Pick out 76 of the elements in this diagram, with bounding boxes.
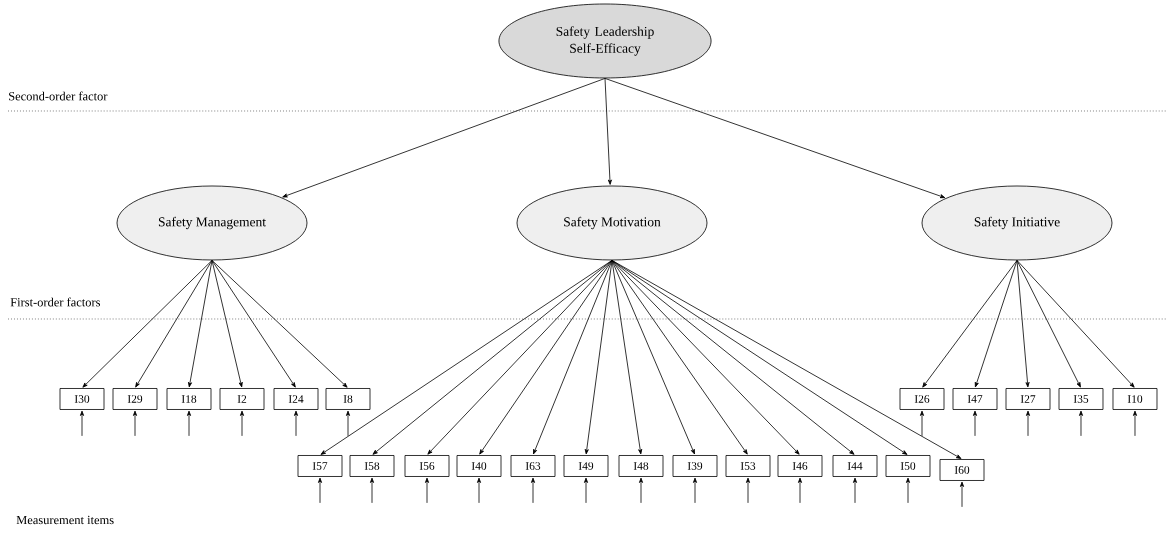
path-arrow — [922, 260, 1018, 388]
path-arrow — [611, 260, 695, 455]
path-arrow — [211, 260, 348, 388]
item-box: I26 — [899, 388, 945, 410]
item-box: I39 — [672, 455, 718, 477]
error-arrow — [187, 410, 192, 437]
path-arrow — [135, 260, 213, 388]
item-box: I60 — [939, 459, 985, 481]
error-arrow — [80, 410, 85, 437]
error-arrow — [960, 481, 964, 508]
path-arrow — [611, 260, 855, 455]
item-box: I57 — [297, 455, 343, 477]
item-box: I46 — [777, 455, 823, 477]
error-arrow — [906, 477, 910, 504]
error-arrow — [693, 477, 697, 504]
path-arrow — [1016, 260, 1135, 388]
path-arrow — [611, 260, 962, 459]
item-box: I29 — [112, 388, 158, 410]
item-box: I40 — [456, 455, 502, 477]
path-arrow — [584, 260, 613, 455]
path-arrow — [479, 260, 613, 455]
item-box: I58 — [349, 455, 395, 477]
error-arrow — [584, 477, 588, 504]
path-arrow — [188, 260, 213, 388]
item-box: I47 — [952, 388, 998, 410]
path-arrow — [611, 260, 643, 455]
item-box: I30 — [59, 388, 105, 410]
error-arrow — [477, 477, 481, 504]
item-box: I53 — [725, 455, 771, 477]
error-arrow — [318, 477, 322, 504]
error-arrow — [531, 477, 535, 504]
error-arrow — [294, 410, 299, 437]
error-arrow — [639, 477, 643, 504]
item-box: I27 — [1005, 388, 1051, 410]
item-box: I2 — [219, 388, 265, 410]
error-arrow — [1133, 410, 1137, 437]
item-box: I24 — [273, 388, 319, 410]
error-arrow — [370, 477, 374, 504]
error-arrow — [133, 410, 138, 437]
path-arrow — [427, 260, 613, 455]
path-arrow — [1016, 260, 1081, 388]
path-arrow — [533, 260, 613, 455]
item-box: I10 — [1112, 388, 1158, 410]
level-label: Measurement items — [16, 515, 114, 525]
level-label: First-order factors — [10, 297, 100, 307]
path-arrow — [1016, 260, 1030, 388]
item-box: I35 — [1058, 388, 1104, 410]
error-arrow — [853, 477, 857, 504]
path-arrow — [604, 78, 946, 199]
error-arrow — [973, 410, 977, 437]
error-arrow — [240, 410, 245, 437]
item-box: I48 — [618, 455, 664, 477]
path-arrow — [211, 260, 243, 388]
error-arrow — [798, 477, 802, 504]
path-arrow — [611, 260, 748, 455]
path-arrow — [320, 260, 613, 455]
level-label: Second-order factor — [9, 91, 108, 101]
item-box: I50 — [885, 455, 931, 477]
path-arrow — [974, 260, 1018, 388]
error-arrow — [1026, 410, 1030, 437]
item-box: I49 — [563, 455, 609, 477]
item-box: I8 — [325, 388, 371, 410]
path-arrow — [82, 260, 213, 388]
error-arrow — [425, 477, 429, 504]
item-box: I56 — [404, 455, 450, 477]
path-arrow — [611, 260, 800, 455]
error-arrow — [746, 477, 750, 504]
item-box: I63 — [510, 455, 556, 477]
item-box: I44 — [832, 455, 878, 477]
path-arrow — [282, 78, 606, 198]
error-arrow — [920, 410, 924, 437]
path-arrow — [604, 78, 612, 185]
path-arrow — [211, 260, 296, 388]
error-arrow — [1079, 410, 1083, 437]
item-box: I18 — [166, 388, 212, 410]
error-arrow — [346, 410, 350, 437]
